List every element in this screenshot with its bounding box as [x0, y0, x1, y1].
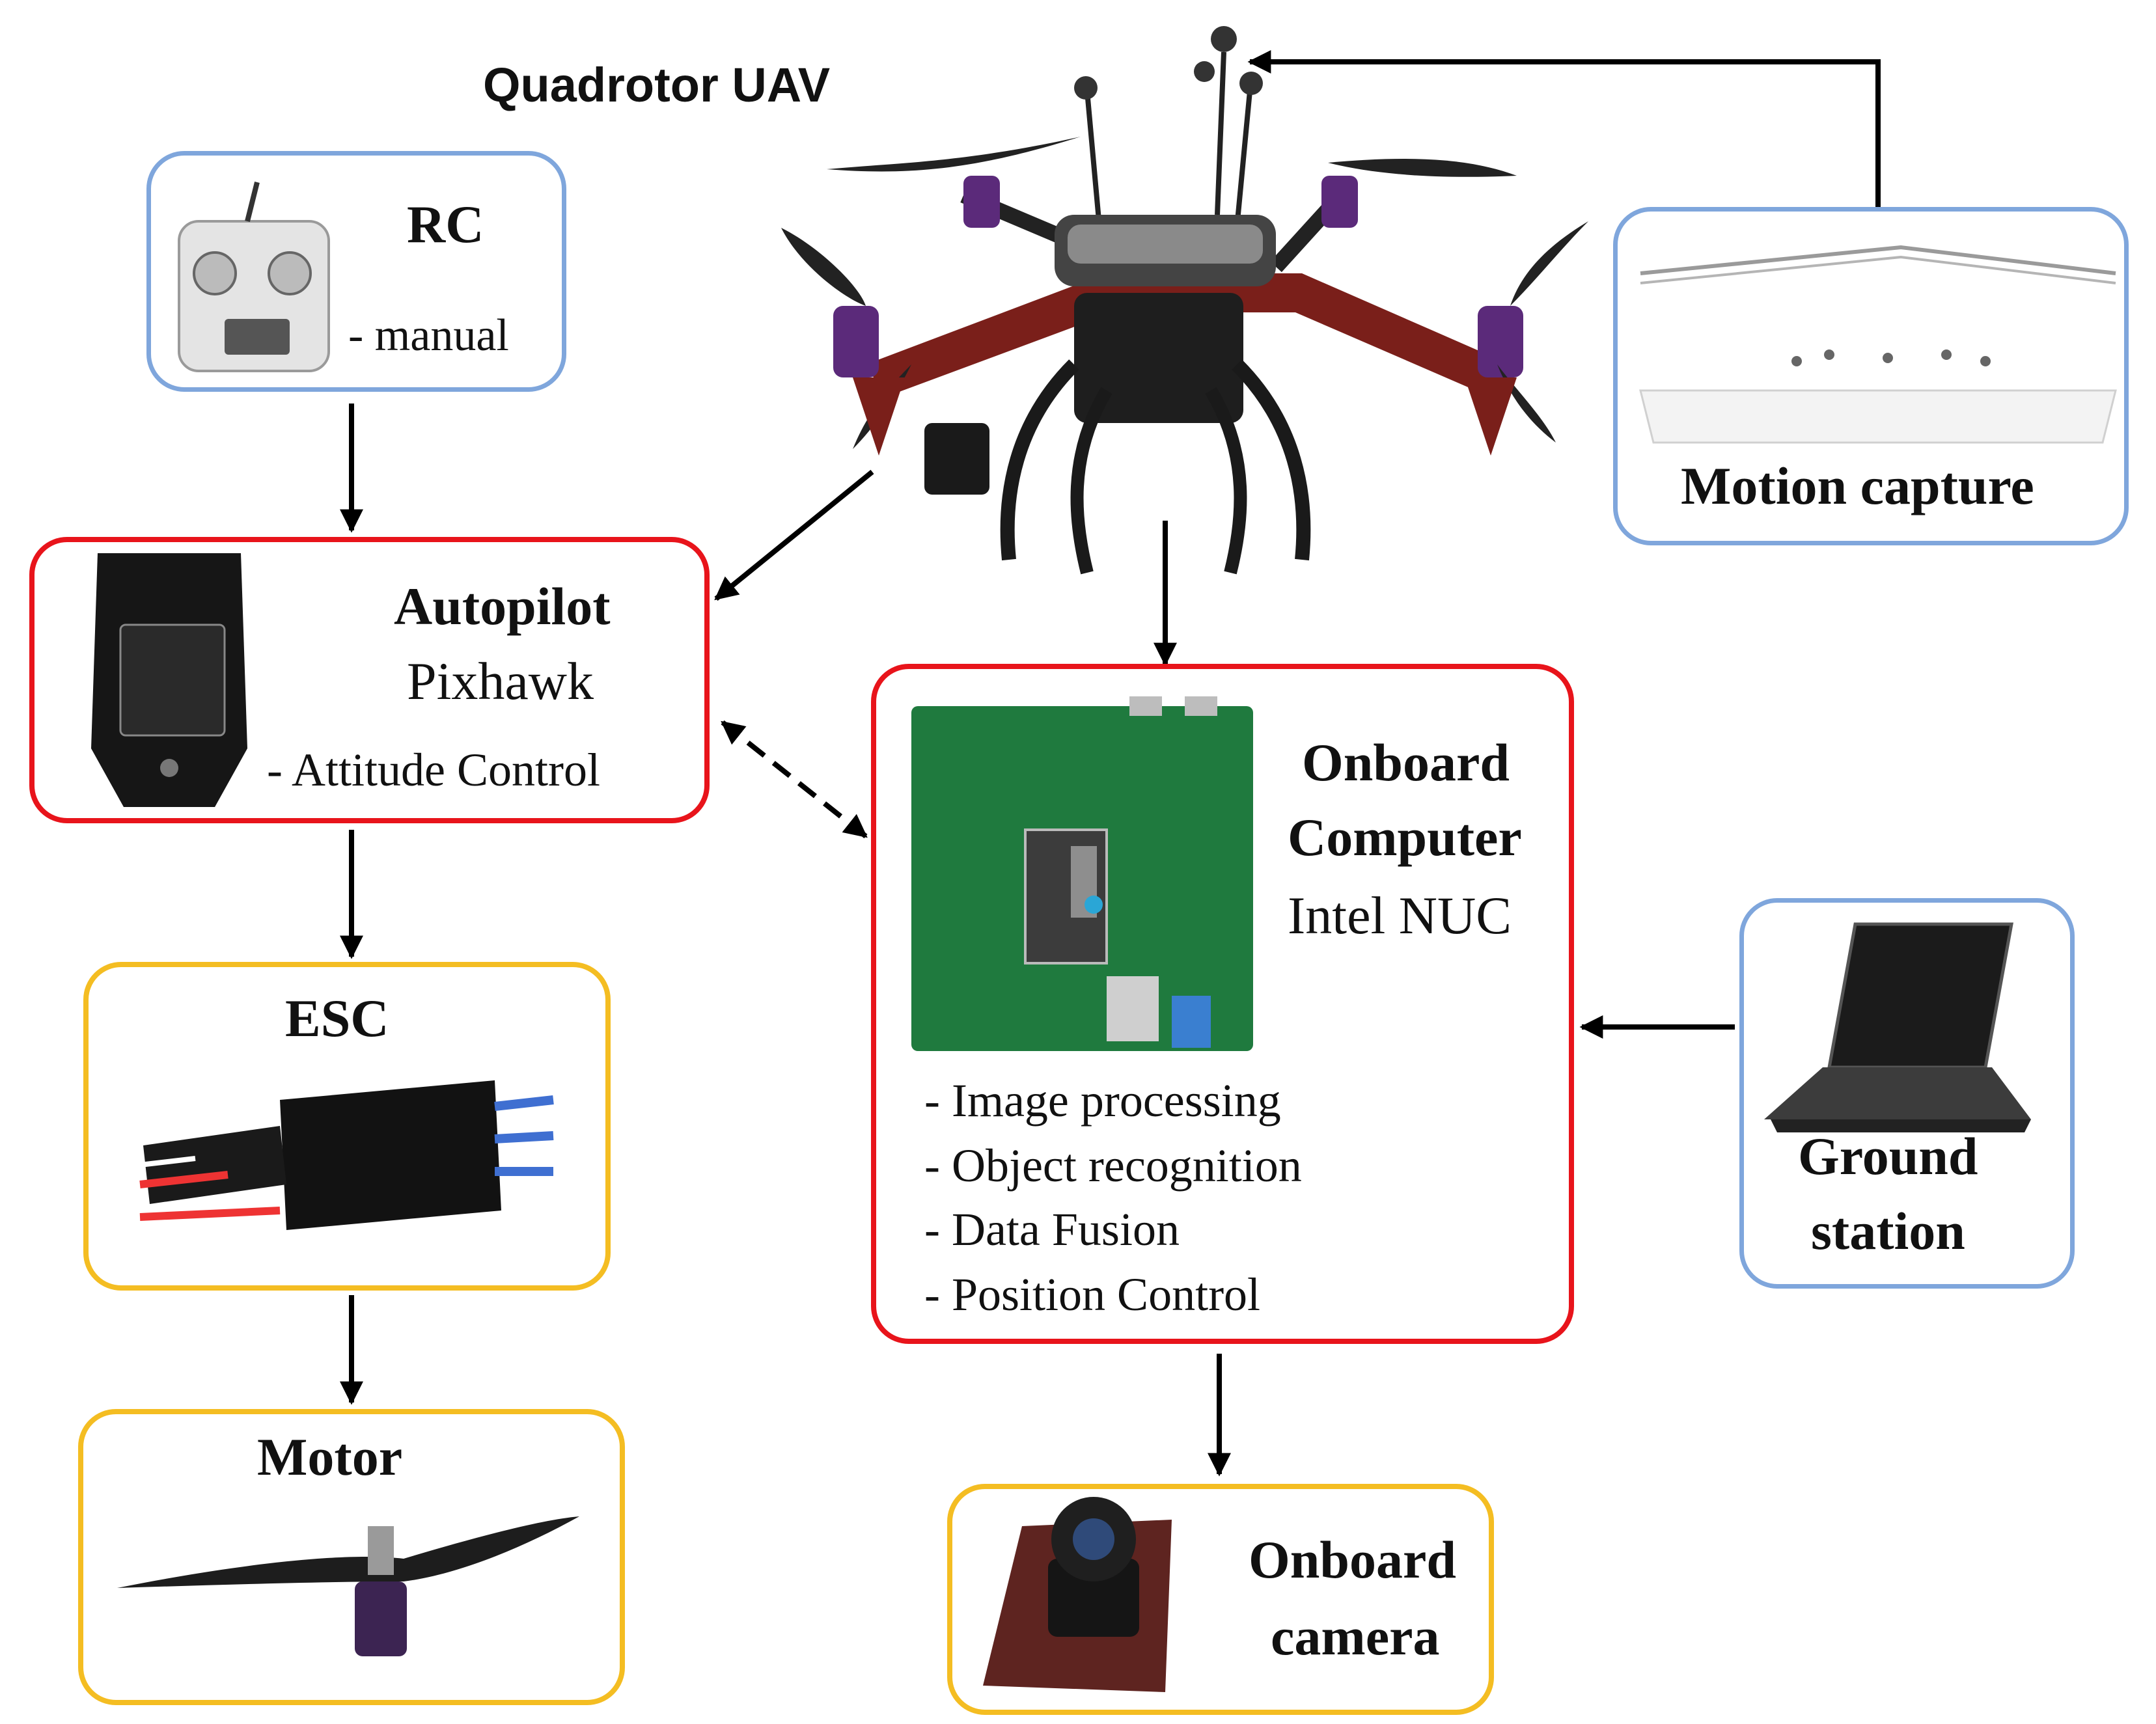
onboard-computer-title-line2: Computer [1288, 808, 1522, 867]
onboard-camera-title-line1: Onboard [1249, 1530, 1456, 1589]
arrow-motioncapture-to-uav [1247, 50, 1881, 208]
motion-capture-title: Motion capture [1681, 456, 2034, 515]
autopilot-desc: - Attitude Control [267, 744, 600, 796]
motor-title: Motor [257, 1427, 403, 1486]
uav-title: Quadrotor UAV [483, 58, 831, 112]
onboard-computer-subtitle: Intel NUC [1288, 886, 1512, 945]
rc-desc: - manual [348, 310, 509, 361]
arrow-uav-to-autopilot [714, 469, 874, 601]
autopilot-subtitle: Pixhawk [407, 651, 594, 711]
esc-title: ESC [285, 989, 389, 1048]
onboard-computer-title-line1: Onboard [1302, 733, 1510, 792]
ground-station-title-line2: station [1811, 1201, 1965, 1261]
task-item: - Image processing [924, 1074, 1281, 1127]
ground-station-title-line1: Ground [1798, 1127, 1978, 1186]
task-item: - Data Fusion [924, 1203, 1180, 1255]
task-item: - Position Control [924, 1268, 1261, 1320]
onboard-camera-title-line2: camera [1271, 1607, 1440, 1666]
rc-title: RC [407, 195, 484, 254]
task-item: - Object recognition [924, 1140, 1302, 1192]
autopilot-title: Autopilot [394, 577, 611, 636]
